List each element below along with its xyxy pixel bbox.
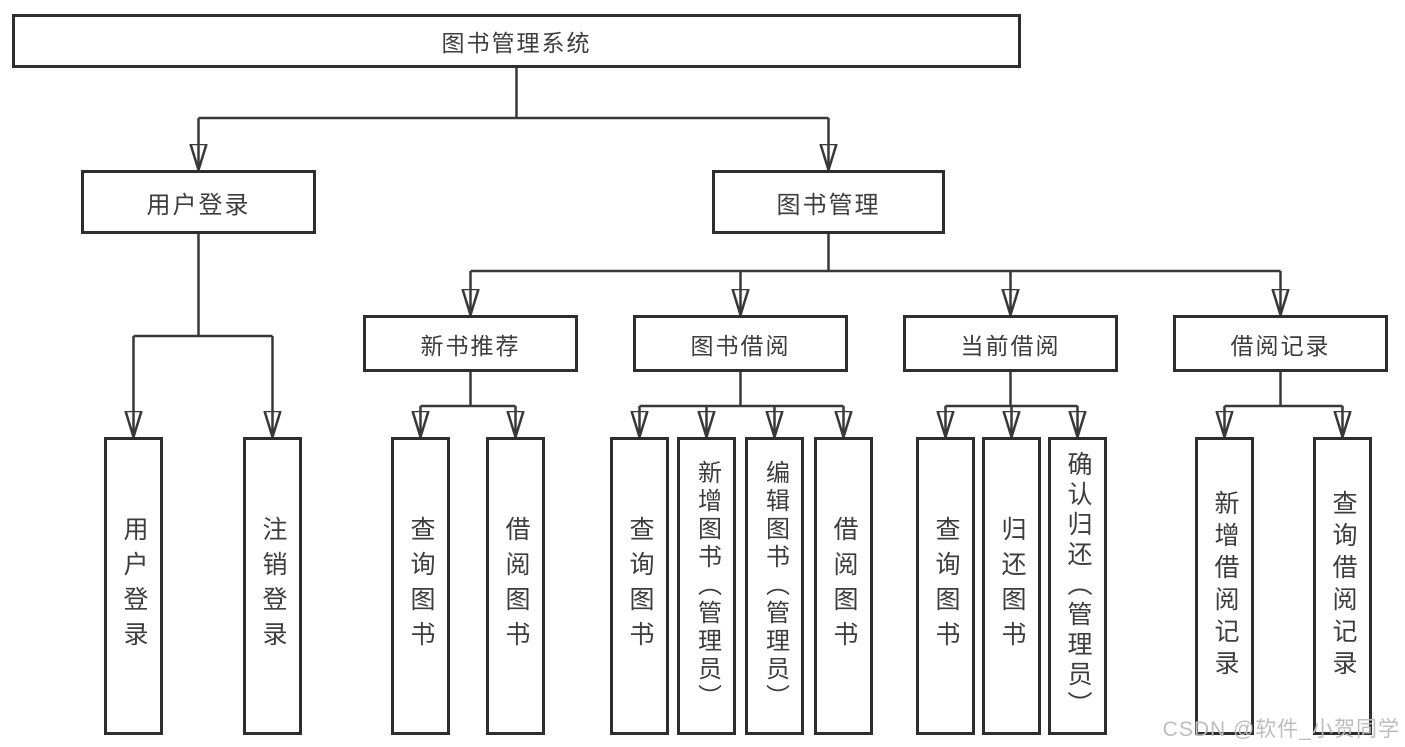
leaf-user-login-label: 用户登录 xyxy=(120,516,148,656)
leaf-borrowing-query-books-label: 查询图书 xyxy=(626,516,654,656)
leaf-confirm-return-admin: 确认归还（管理员） xyxy=(1048,437,1107,735)
leaf-logout: 注销登录 xyxy=(243,437,302,735)
node-book-borrowing-label: 图书借阅 xyxy=(690,332,791,359)
leaf-query-borrow-record: 查询借阅记录 xyxy=(1313,437,1372,735)
leaf-return-books: 归还图书 xyxy=(982,437,1041,735)
leaf-newbooks-borrow-books: 借阅图书 xyxy=(486,437,545,735)
node-current-borrowing-label: 当前借阅 xyxy=(960,332,1061,359)
leaf-user-login: 用户登录 xyxy=(104,437,163,735)
leaf-borrowing-borrow-books: 借阅图书 xyxy=(814,437,873,735)
node-book-management: 图书管理 xyxy=(712,170,945,234)
leaf-borrowing-borrow-books-label: 借阅图书 xyxy=(830,516,858,656)
leaf-current-query-books: 查询图书 xyxy=(916,437,975,735)
leaf-current-query-books-label: 查询图书 xyxy=(932,516,960,656)
node-user-login: 用户登录 xyxy=(81,170,316,234)
leaf-edit-books-admin-label: 编辑图书（管理员） xyxy=(761,460,789,712)
leaf-borrowing-query-books: 查询图书 xyxy=(610,437,669,735)
node-root-system: 图书管理系统 xyxy=(12,14,1021,68)
node-book-borrowing: 图书借阅 xyxy=(633,315,848,372)
node-root-label: 图书管理系统 xyxy=(441,30,592,56)
leaf-newbooks-borrow-books-label: 借阅图书 xyxy=(502,516,530,656)
node-borrowing-records: 借阅记录 xyxy=(1173,315,1388,372)
node-book-management-label: 图书管理 xyxy=(776,191,881,219)
leaf-confirm-return-admin-label: 确认归还（管理员） xyxy=(1064,451,1092,721)
leaf-return-books-label: 归还图书 xyxy=(998,516,1026,656)
leaf-add-books-admin: 新增图书（管理员） xyxy=(677,437,736,735)
leaf-query-borrow-record-label: 查询借阅记录 xyxy=(1329,490,1357,682)
node-current-borrowing: 当前借阅 xyxy=(903,315,1118,372)
leaf-newbooks-query-books-label: 查询图书 xyxy=(407,516,435,656)
node-new-book-recommend-label: 新书推荐 xyxy=(420,332,521,359)
edge-arrows xyxy=(134,118,1343,437)
leaf-logout-label: 注销登录 xyxy=(259,516,287,656)
leaf-add-borrow-record-label: 新增借阅记录 xyxy=(1211,490,1239,682)
node-new-book-recommend: 新书推荐 xyxy=(363,315,578,372)
leaf-add-books-admin-label: 新增图书（管理员） xyxy=(693,460,721,712)
node-user-login-label: 用户登录 xyxy=(146,191,251,219)
leaf-newbooks-query-books: 查询图书 xyxy=(391,437,450,735)
csdn-watermark: CSDN @软件_小贺同学 xyxy=(1162,718,1400,741)
node-borrowing-records-label: 借阅记录 xyxy=(1230,332,1331,359)
leaf-add-borrow-record: 新增借阅记录 xyxy=(1195,437,1254,735)
leaf-edit-books-admin: 编辑图书（管理员） xyxy=(745,437,804,735)
